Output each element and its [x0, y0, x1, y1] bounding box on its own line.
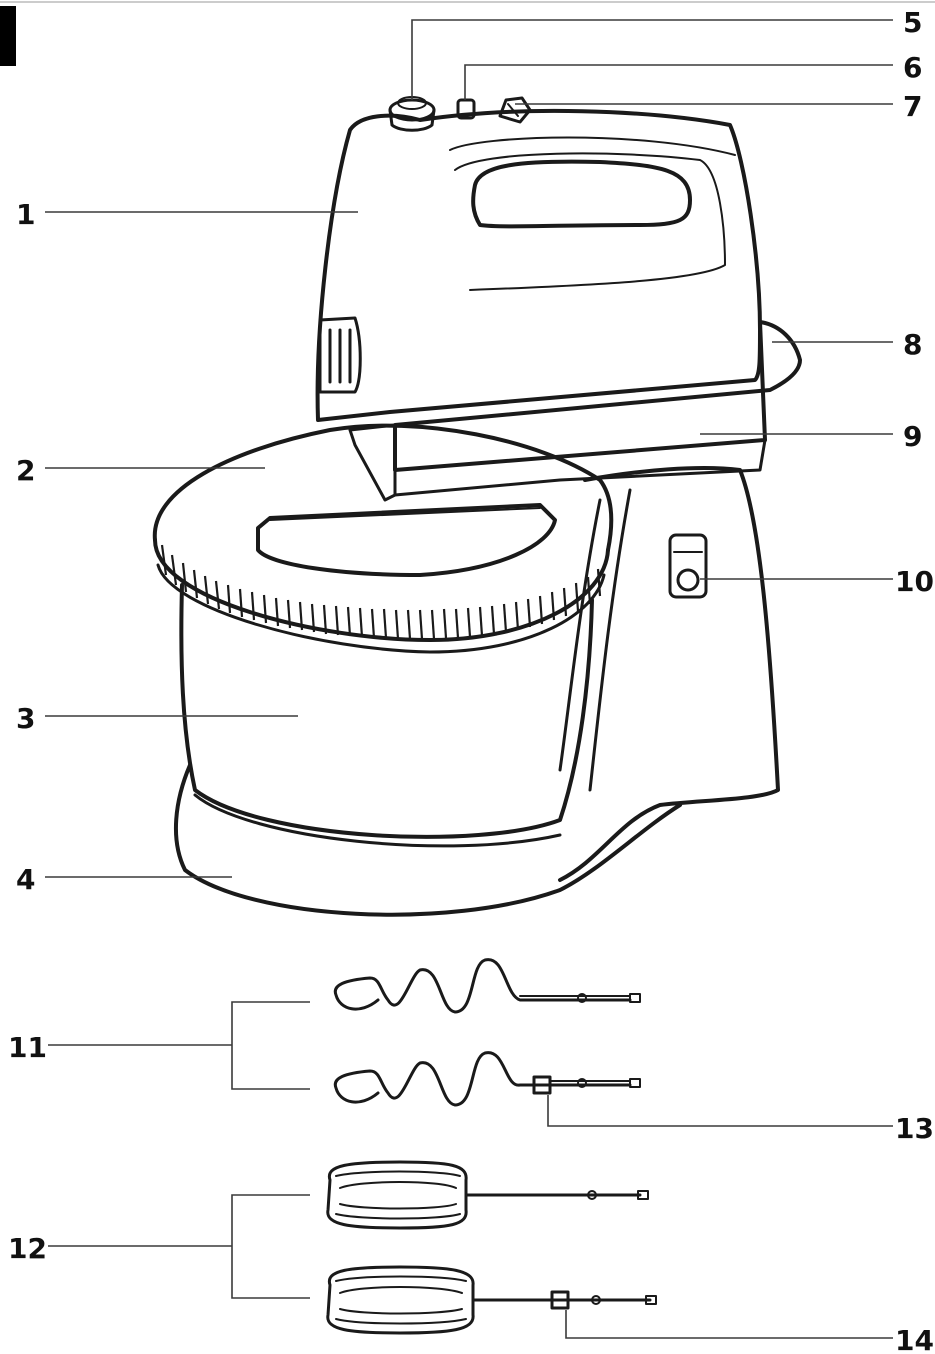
lid-chute — [256, 503, 557, 577]
callout-label-10: 10 — [895, 565, 934, 598]
callout-label-14: 14 — [895, 1324, 934, 1354]
callout-label-2: 2 — [16, 454, 35, 487]
hand-mixer-body — [315, 108, 762, 422]
callout-label-12: 12 — [8, 1232, 47, 1265]
callout-label-9: 9 — [903, 420, 922, 453]
callout-label-11: 11 — [8, 1031, 47, 1064]
beater-bottom — [326, 1265, 657, 1335]
beater-collar — [550, 1290, 570, 1310]
turbo-button — [456, 98, 476, 120]
stand-base — [558, 466, 780, 882]
callout-label-3: 3 — [16, 702, 35, 735]
callout-label-7: 7 — [903, 90, 922, 123]
leader-lines — [45, 19, 893, 1339]
callout-label-6: 6 — [903, 51, 922, 84]
callout-label-13: 13 — [895, 1112, 934, 1145]
arm-release-button — [668, 533, 708, 599]
beater-top — [326, 1160, 649, 1230]
base-plate — [174, 763, 682, 917]
bowl-lid — [152, 423, 614, 552]
bowl-rim — [153, 538, 610, 642]
rim-ribs — [160, 544, 602, 640]
side-vent — [318, 316, 362, 394]
support-arm — [393, 320, 802, 472]
handle-grip — [471, 159, 692, 229]
dough-hook-top — [333, 958, 641, 1014]
speed-control — [388, 96, 436, 132]
callout-label-4: 4 — [16, 863, 35, 896]
mixer-illustration — [152, 96, 802, 917]
callout-labels: 1 2 3 4 5 6 7 8 9 10 11 12 13 14 — [8, 6, 934, 1354]
callout-label-8: 8 — [903, 328, 922, 361]
hook-collar — [532, 1075, 552, 1095]
callout-label-1: 1 — [16, 198, 35, 231]
corner-tab — [0, 6, 16, 66]
callout-label-5: 5 — [903, 6, 922, 39]
dough-hook-bottom — [333, 1051, 641, 1107]
bowl-body — [179, 583, 594, 839]
